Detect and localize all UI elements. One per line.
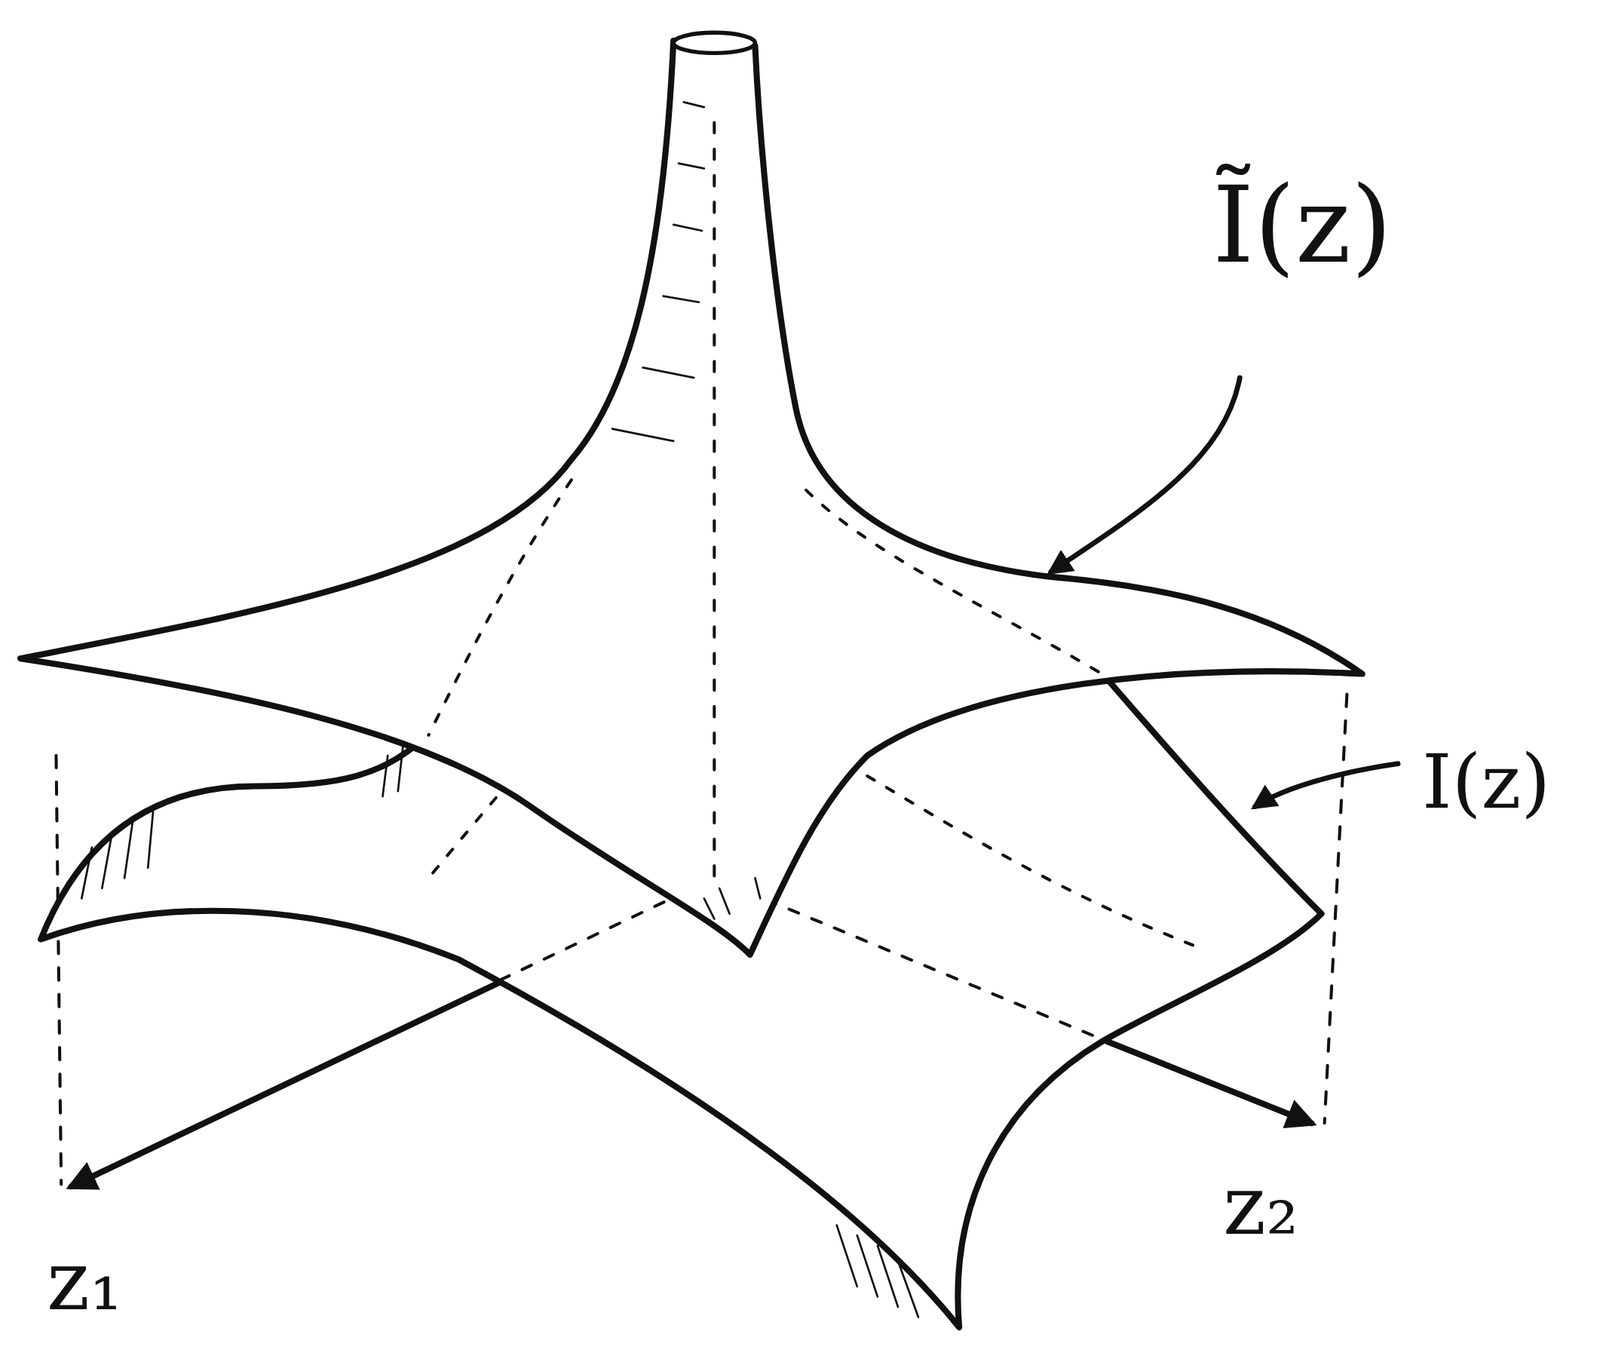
surface-label: I(z) [1422, 740, 1551, 824]
surface-label: Ĩ(z) [1212, 167, 1392, 284]
dashed-guide [55, 755, 62, 1185]
axis-label: z₁ [46, 1236, 123, 1327]
hidden-curve [806, 490, 1102, 675]
axis-z1 [71, 981, 500, 1187]
dashed-guide [1324, 694, 1348, 1124]
hidden-axis [712, 122, 716, 878]
hidden-curve [867, 775, 1205, 950]
upper-surface [20, 40, 1363, 955]
axis-label: z₂ [1222, 1161, 1299, 1251]
hidden-axis [499, 877, 1107, 1042]
spike-top [673, 32, 755, 53]
hidden-curve [428, 479, 571, 735]
axis-z2 [1106, 1041, 1312, 1123]
leader-line [1255, 763, 1398, 807]
hatching [612, 101, 761, 919]
leader-line [1051, 377, 1240, 572]
